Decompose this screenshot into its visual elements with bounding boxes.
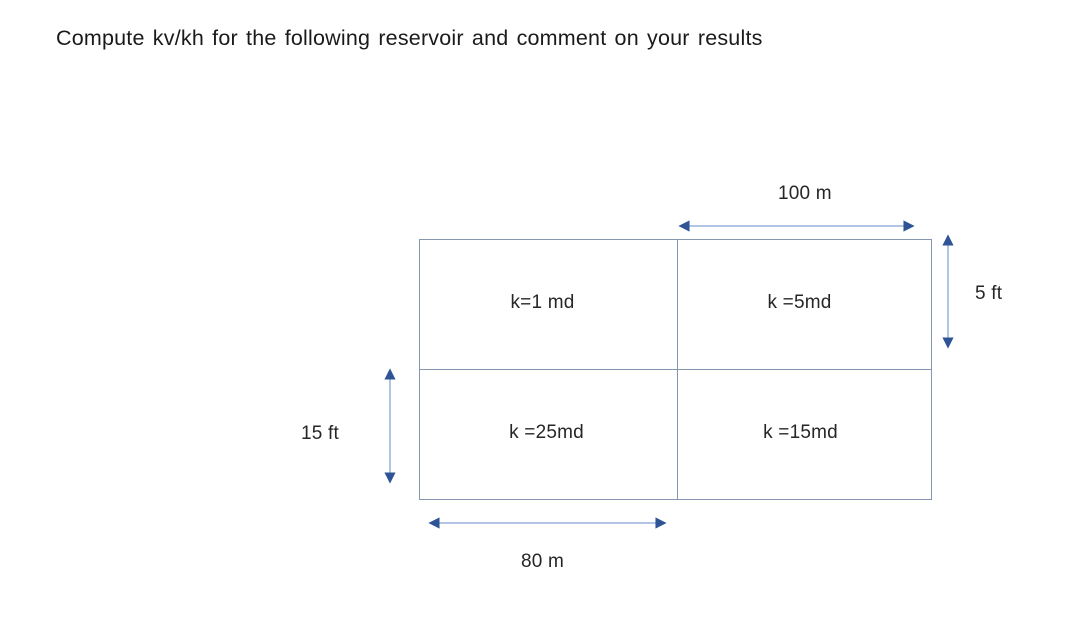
reservoir-diagram: k=1 md k =5md k =25md k =15md [419, 239, 932, 500]
reservoir-cell-bottom-right: k =15md [677, 369, 932, 500]
dimension-label-right-height: 5 ft [975, 283, 1003, 304]
reservoir-cell-bottom-right-label: k =15md [763, 421, 838, 443]
reservoir-cell-top-left-label: k=1 md [510, 291, 575, 313]
reservoir-cell-top-left: k=1 md [419, 239, 678, 370]
reservoir-cell-bottom-left-label: k =25md [509, 421, 584, 443]
dimension-label-left-height: 15 ft [301, 423, 339, 444]
page-title: Compute kv/kh for the following reservoi… [56, 26, 763, 50]
reservoir-cell-bottom-left: k =25md [419, 369, 678, 500]
dimension-label-top-width: 100 m [778, 183, 832, 204]
dimension-label-bottom-width: 80 m [521, 551, 565, 572]
reservoir-cell-top-right-label: k =5md [767, 291, 832, 313]
reservoir-cell-top-right: k =5md [677, 239, 932, 370]
